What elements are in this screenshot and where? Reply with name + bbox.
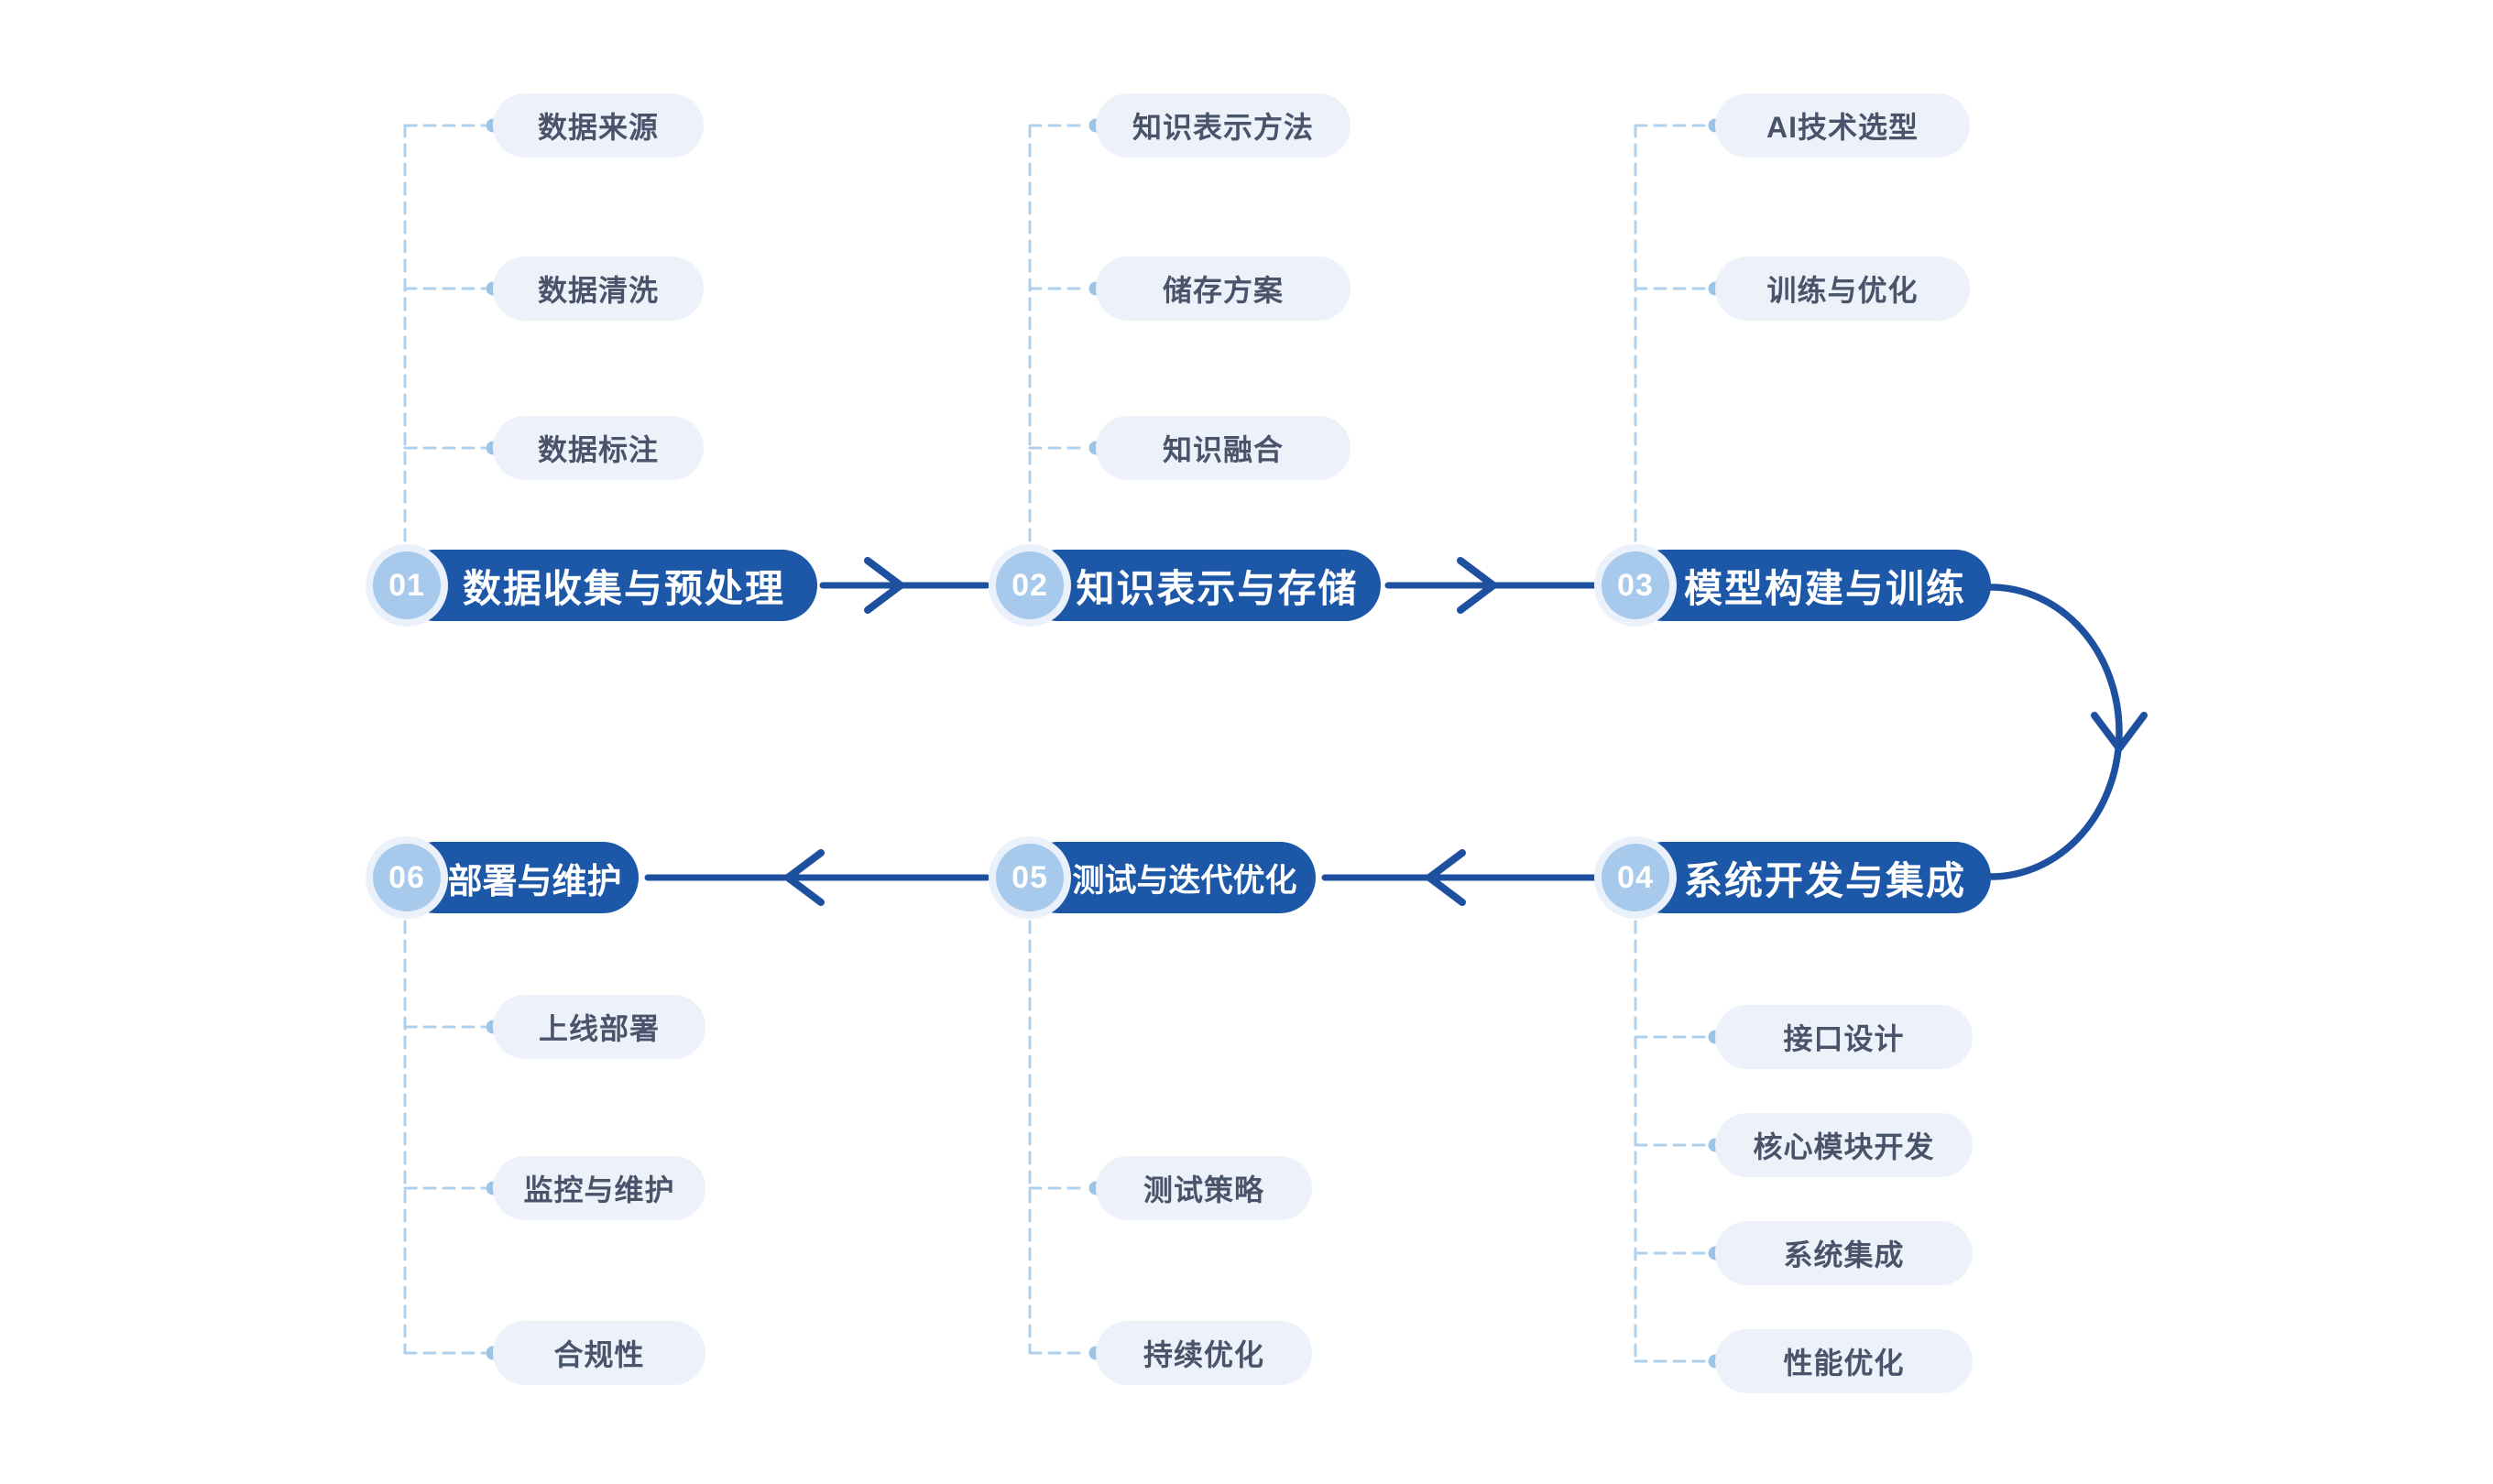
sub-item-pill: 接口设计 [1715,1005,1973,1069]
stage-number-badge-06: 06 [373,844,441,911]
flow-arrow-05-06 [644,849,990,906]
sub-item-pill: 训练与优化 [1715,256,1970,321]
stage-title-02: 知识表示与存储 [1076,566,1359,610]
stage-pill-03: 模型构建与训练 [1628,550,1991,621]
sub-item-pill: 数据清洗 [493,256,704,321]
arrow-left-icon [784,849,825,906]
stage-pill-05: 测试与迭代优化 [1022,842,1316,913]
arrow-left-icon [1426,849,1466,906]
sub-item-pill: 合规性 [493,1321,705,1385]
stage-title-06: 部署与维护 [447,862,622,901]
stage-pill-01: 数据收集与预处理 [399,550,817,621]
stage-number-02: 02 [1011,567,1048,603]
stage-number-badge-02: 02 [996,551,1064,619]
sub-item-pill: 数据标注 [493,416,704,480]
sub-item-pill: 上线部署 [493,995,705,1059]
stage-pill-04: 系统开发与集成 [1628,842,1991,913]
sub-item-pill: 知识表示方法 [1096,93,1350,158]
arrow-down-icon [2091,712,2148,752]
sub-item-pill: AI技术选型 [1715,93,1970,158]
sub-item-pill: 测试策略 [1096,1156,1312,1220]
flow-arrow-03-04 [1987,584,2148,880]
stage-number-badge-01: 01 [373,551,441,619]
dashed-connector-stage-03 [1634,118,1722,544]
stage-number-badge-04: 04 [1602,844,1669,911]
dashed-connector-stage-05 [1028,920,1103,1360]
stage-number-06: 06 [388,859,425,895]
arrow-right-icon [864,557,904,614]
sub-item-pill: 知识融合 [1096,416,1350,480]
stage-number-01: 01 [388,567,425,603]
stage-title-05: 测试与迭代优化 [1072,862,1297,899]
sub-item-pill: 储存方案 [1096,256,1350,321]
stage-title-01: 数据收集与预处理 [462,566,785,610]
sub-item-pill: 监控与维护 [493,1156,705,1220]
sub-item-pill: 持续优化 [1096,1321,1312,1385]
dashed-connector-stage-04 [1634,920,1722,1369]
stage-number-05: 05 [1011,859,1048,895]
stage-number-badge-05: 05 [996,844,1064,911]
flow-arrow-02-03 [1384,557,1601,614]
sub-item-pill: 核心模块开发 [1715,1113,1973,1177]
stage-number-badge-03: 03 [1602,551,1669,619]
stage-pill-06: 部署与维护 [399,842,639,913]
dashed-connector-stage-06 [403,920,500,1360]
sub-item-pill: 系统集成 [1715,1221,1973,1285]
arrow-right-icon [1457,557,1497,614]
dashed-connector-stage-02 [1028,118,1103,544]
stage-title-03: 模型构建与训练 [1683,566,1966,610]
sub-item-pill: 数据来源 [493,93,704,158]
stage-number-04: 04 [1617,859,1654,895]
flow-arrow-04-05 [1321,849,1601,906]
dashed-connector-stage-01 [403,118,500,544]
stage-title-04: 系统开发与集成 [1683,858,1966,902]
stage-number-03: 03 [1617,567,1654,603]
sub-item-pill: 性能优化 [1715,1329,1973,1393]
stage-pill-02: 知识表示与存储 [1022,550,1381,621]
flow-arrow-01-02 [819,557,990,614]
